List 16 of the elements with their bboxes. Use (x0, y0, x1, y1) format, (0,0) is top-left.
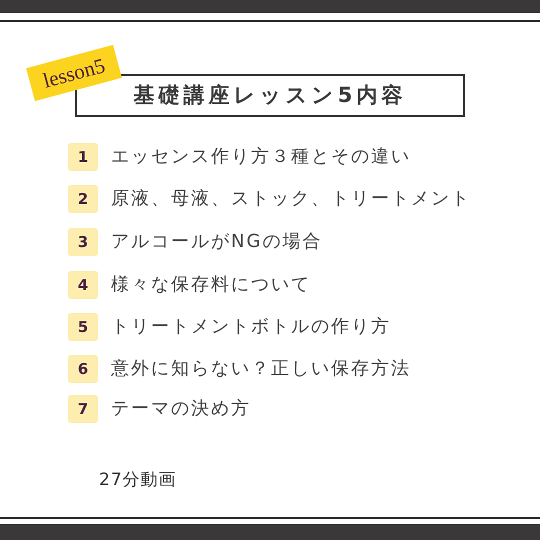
duration-note: 27分動画 (99, 469, 177, 491)
number-badge: 6 (68, 355, 98, 383)
lesson-tag: lesson5 (26, 44, 122, 102)
list-item-text: 様々な保存料について (111, 273, 311, 297)
number-badge: 4 (68, 271, 98, 299)
list-item-text: 原液、母液、ストック、トリートメント (111, 187, 471, 211)
list-item-text: アルコールがNGの場合 (111, 230, 322, 254)
number-badge: 7 (68, 395, 98, 423)
list-item-text: トリートメントボトルの作り方 (111, 315, 391, 339)
list-item-text: エッセンス作り方３種とその違い (111, 145, 411, 169)
list-item-text: 意外に知らない？正しい保存方法 (111, 357, 411, 381)
number-badge: 3 (68, 228, 98, 256)
number-badge: 1 (68, 143, 98, 171)
number-badge: 5 (68, 313, 98, 341)
number-badge: 2 (68, 185, 98, 213)
list-item-text: テーマの決め方 (111, 397, 251, 421)
